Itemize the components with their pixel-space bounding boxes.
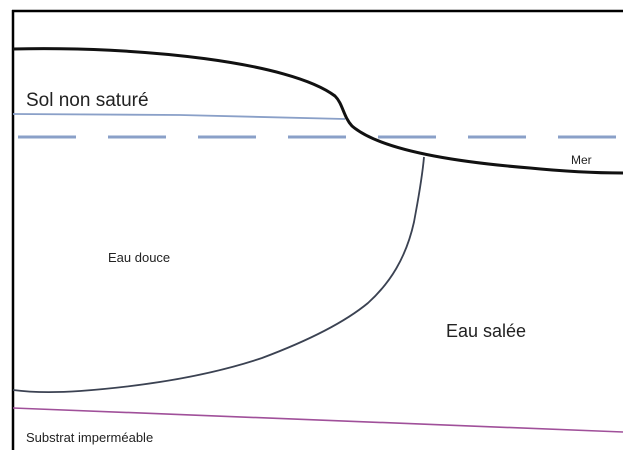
water-table-line [12, 113, 346, 120]
ground-surface-curve [12, 47, 623, 175]
substrate-line [12, 407, 623, 433]
label-sea: Mer [571, 153, 592, 167]
label-unsaturated-soil: Sol non saturé [26, 90, 149, 111]
label-impermeable-substrate: Substrat imperméable [26, 430, 153, 445]
freshwater-saltwater-interface [12, 156, 425, 393]
label-fresh-water: Eau douce [108, 250, 170, 265]
label-salt-water: Eau salée [446, 321, 526, 341]
